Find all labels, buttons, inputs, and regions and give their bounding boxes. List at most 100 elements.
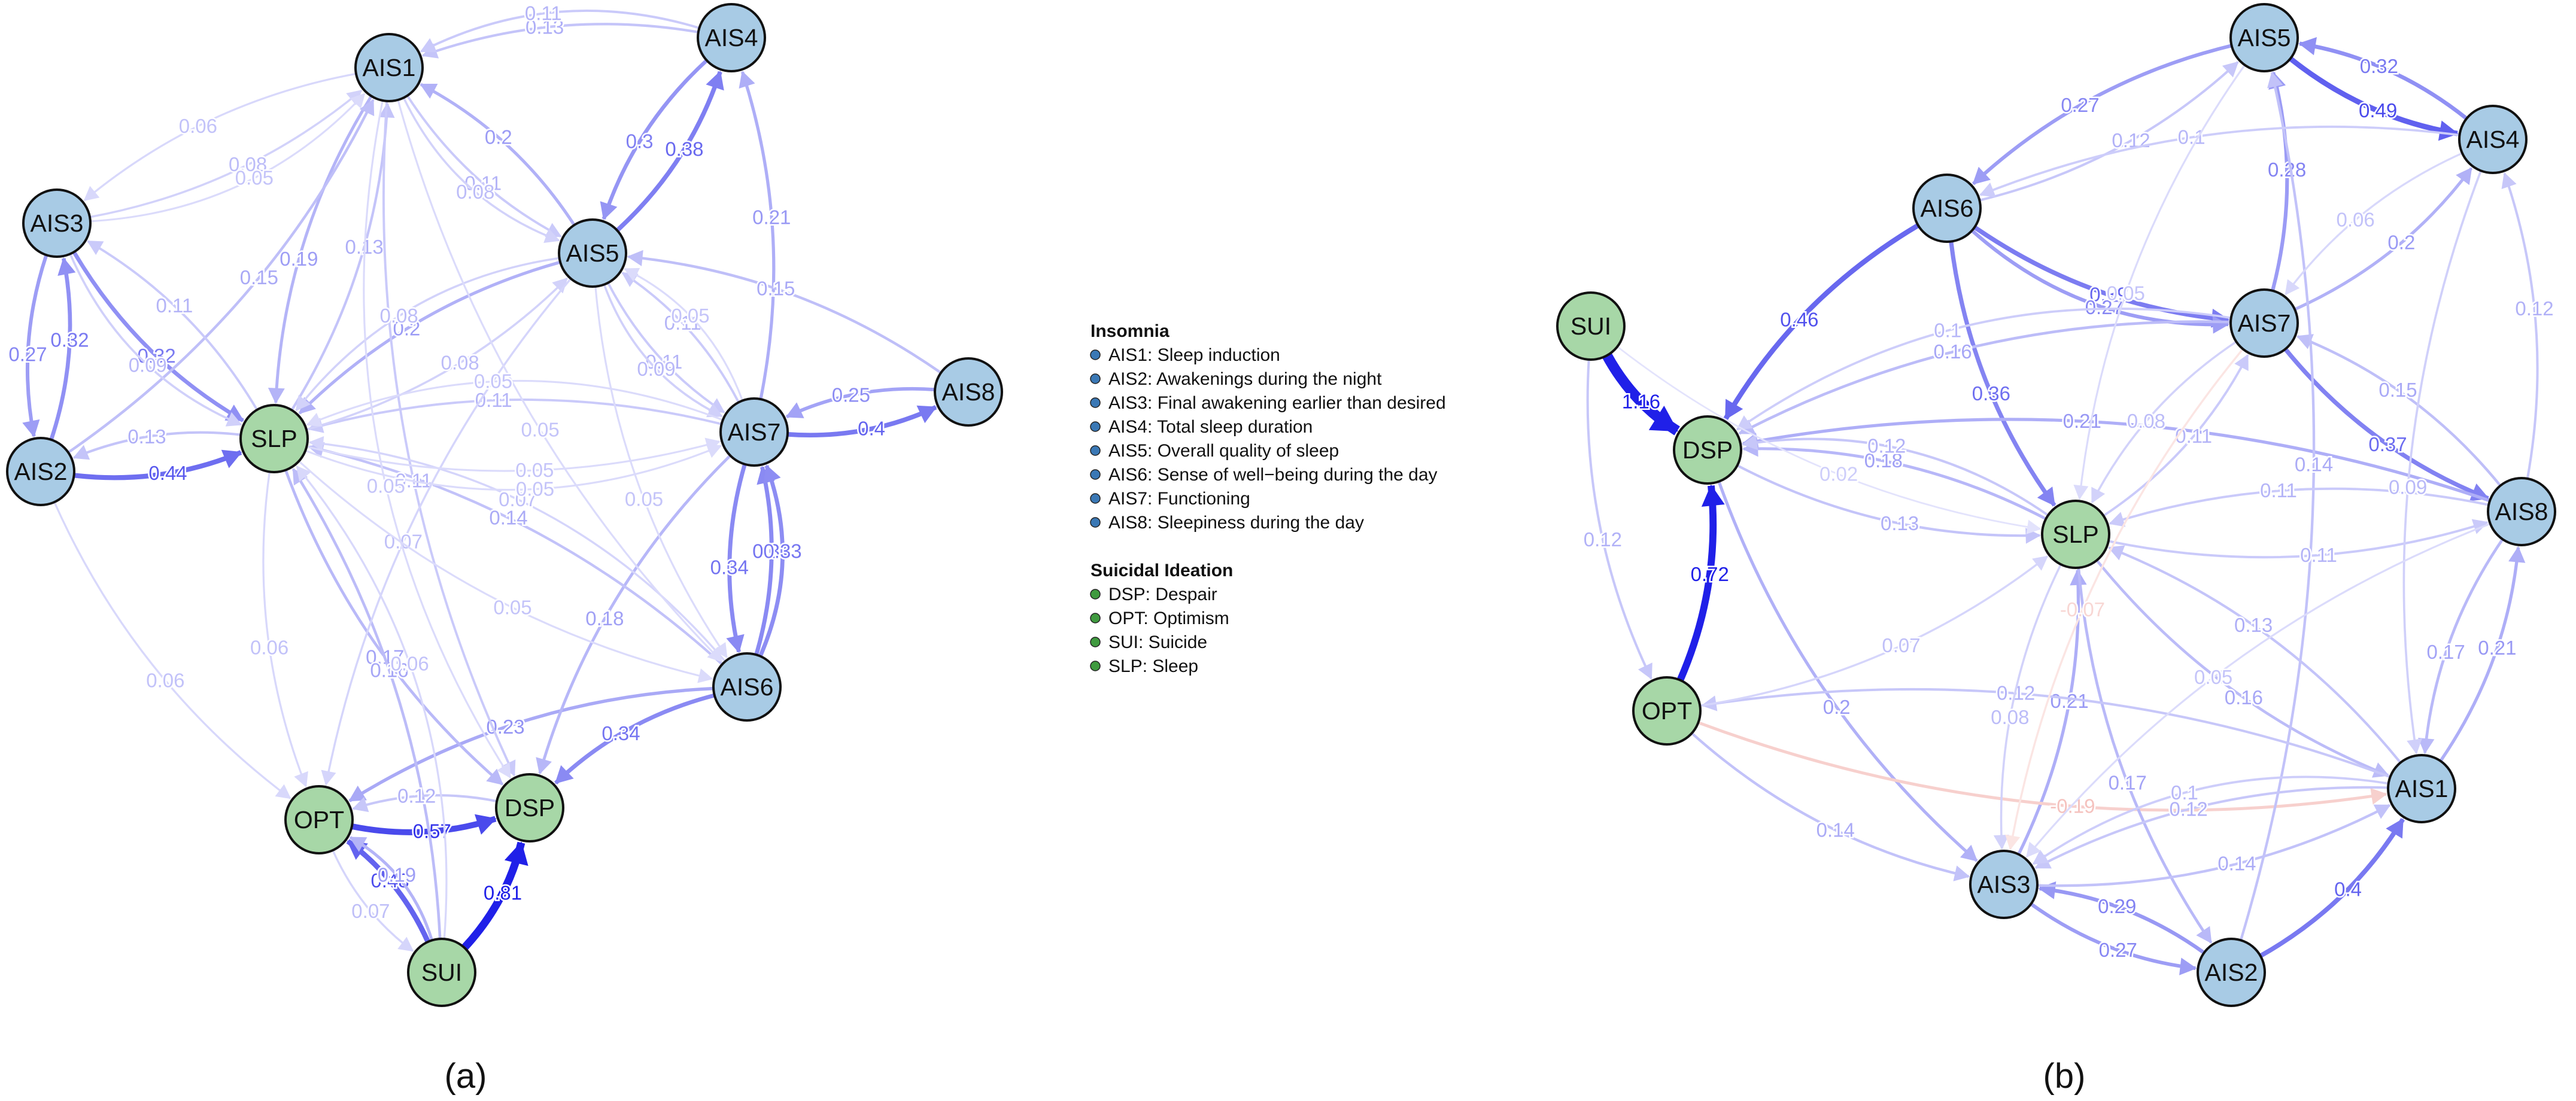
edge: 0.15 (627, 250, 942, 374)
legend-item: AIS6: Sense of well−being during the day (1090, 465, 1438, 485)
edge: 0.05 (624, 267, 744, 402)
edge-line (350, 836, 434, 941)
edge-line (622, 272, 740, 403)
legend-item: DSP: Despair (1090, 585, 1217, 604)
edge: 0.19 (349, 836, 434, 941)
edge-line (402, 97, 560, 242)
edge-weight-label: 0.06 (179, 115, 217, 137)
node-label: AIS6 (1921, 194, 1974, 222)
edge-line (1739, 320, 2231, 435)
edge-arrowhead (294, 771, 308, 787)
node-circle (558, 218, 627, 288)
edge-weight-label: 0.08 (441, 351, 479, 373)
edge-weight-label: 0.05 (2194, 666, 2232, 688)
edge-line (1736, 308, 2231, 431)
edge-line (2108, 521, 2488, 559)
edge-weight-label: 0.38 (665, 138, 703, 160)
edge-line (2299, 41, 2468, 120)
edge-arrowhead (87, 241, 104, 256)
node-label: AIS1 (363, 54, 416, 81)
edge-weight-label: 0.32 (50, 329, 89, 351)
edge: 0.05 (305, 443, 722, 501)
edge-weight-label: 0.39 (2089, 283, 2128, 305)
edge-weight-label: 0.06 (250, 636, 288, 658)
edge-line (306, 278, 568, 431)
edge: 0.11 (2109, 478, 2489, 527)
edge: 0.05 (90, 93, 366, 223)
edge-line (2109, 487, 2489, 525)
edge: 0.33 (758, 464, 803, 657)
edge-line (1676, 485, 1717, 682)
edge-weight-label: 0.32 (137, 345, 175, 367)
edge-line (2423, 538, 2504, 753)
node-ais5: AIS5 (2229, 3, 2299, 72)
node-ais3: AIS3 (1969, 850, 2039, 919)
edge-weight-label: 0.33 (763, 540, 801, 562)
node-label: AIS5 (566, 239, 619, 267)
edge-arrowhead (1993, 834, 2009, 850)
edge-weight-label: 0.34 (602, 722, 640, 744)
edge-line (754, 466, 774, 656)
edge-line (1617, 346, 2040, 530)
node-circle (2041, 500, 2110, 569)
edge: 0.4 (2259, 818, 2405, 958)
edge-weight-label: 0.14 (2295, 453, 2333, 475)
node-circle (719, 397, 789, 467)
edge-arrowhead (348, 785, 367, 802)
legend-dot (1090, 397, 1101, 408)
edge-weight-label: 0.2 (485, 126, 512, 148)
edge: 0.13 (72, 424, 241, 460)
edge-weight-label: 0.11 (2300, 544, 2337, 566)
edge-line (786, 387, 935, 419)
edge: 0.11 (420, 1, 700, 53)
edge-line (603, 284, 722, 418)
edge: 0.23 (348, 686, 714, 802)
edge-weight-label: 0.06 (146, 670, 184, 692)
edge-line (298, 460, 712, 680)
panel-b-nodes: AIS1AIS2AIS3AIS4AIS5AIS6AIS7AIS8SUIDSPOP… (1556, 3, 2556, 1007)
node-ais4: AIS4 (697, 3, 766, 72)
panel-b-edges: 1.160.720.490.460.40.390.370.360.320.290… (1582, 37, 2555, 975)
edge-line (84, 72, 357, 201)
legend-dot (1090, 373, 1101, 384)
edge-arrowhead (1953, 865, 1970, 881)
edge-line (602, 59, 708, 220)
node-opt: OPT (284, 785, 354, 854)
edge-line (2108, 546, 2402, 764)
edge-arrowhead (57, 257, 76, 276)
edge-weight-label: 0.17 (2109, 772, 2147, 794)
node-circle (2229, 3, 2299, 72)
edge-arrowhead (352, 796, 369, 813)
edge-line (89, 89, 362, 218)
edge-line (420, 9, 700, 53)
legend-item: AIS4: Total sleep duration (1090, 417, 1313, 437)
edge-line (2026, 522, 2491, 857)
edge: 0.32 (72, 251, 244, 422)
edge-weight-label: 0.72 (1691, 563, 1729, 585)
node-ais5: AIS5 (558, 218, 627, 288)
node-label: SLP (2052, 521, 2099, 548)
edge: 0.39 (1973, 225, 2230, 328)
edge: 0.2 (298, 260, 561, 415)
node-label: AIS1 (2395, 775, 2449, 802)
edge-weight-label: 0.37 (2368, 433, 2407, 455)
edge-line (1973, 225, 2229, 323)
edge: 0.06 (83, 72, 357, 201)
edge-line (53, 501, 291, 799)
edge-arrowhead (1972, 166, 1991, 185)
node-ais7: AIS7 (2229, 288, 2299, 358)
edge-weight-label: 0.08 (2127, 410, 2165, 432)
edge-arrowhead (2508, 546, 2526, 563)
node-label: AIS8 (2495, 498, 2548, 525)
edge-line (422, 23, 699, 57)
edge-arrowhead (72, 445, 90, 460)
edge-arrowhead (1648, 405, 1678, 432)
edge: 0.12 (1979, 61, 2239, 202)
edge-weight-label: 0.16 (370, 659, 408, 681)
legend-item-label: OPT: Optimism (1108, 609, 1229, 628)
edge: 0.09 (603, 284, 723, 418)
edge-arrowhead (359, 99, 375, 117)
node-circle (407, 938, 476, 1007)
edge-line (2294, 167, 2473, 311)
